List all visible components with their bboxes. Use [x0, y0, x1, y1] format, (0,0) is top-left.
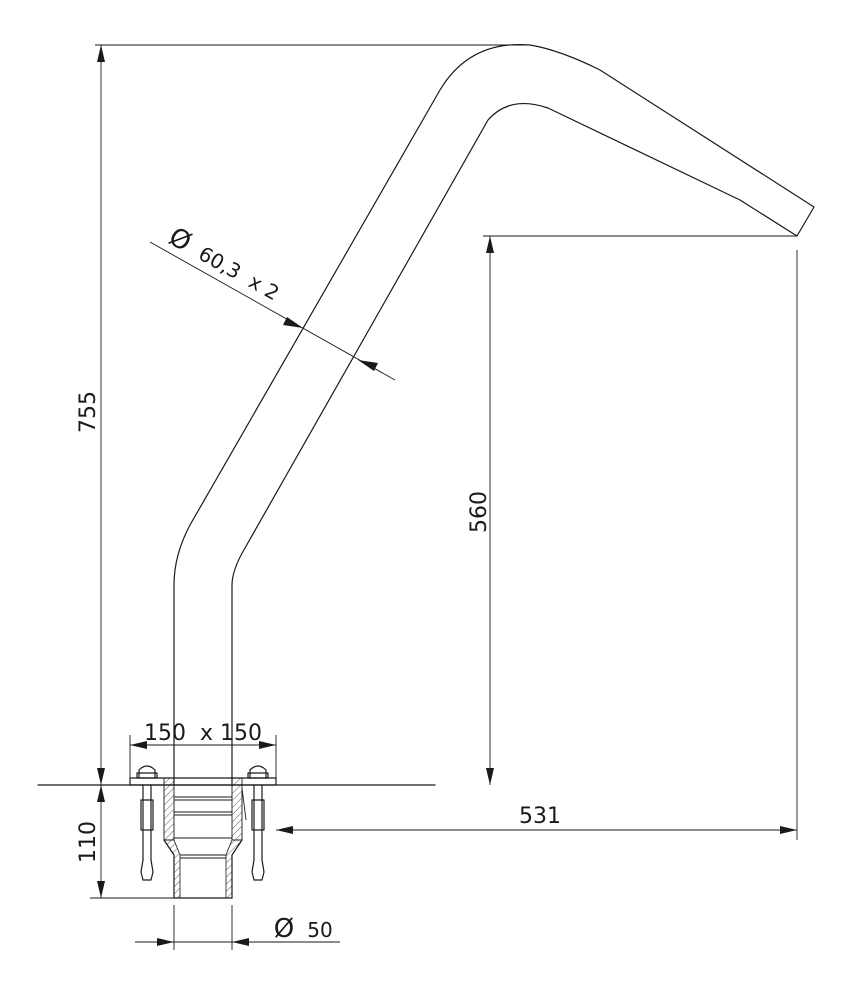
- dimension-spout-height: 560: [467, 235, 797, 785]
- tube-outline: [173, 43, 815, 786]
- dimension-embed-depth: 110: [76, 785, 174, 899]
- anchor-sleeve: [129, 777, 277, 899]
- dim-label-755: 755: [76, 391, 101, 433]
- dim-label-110: 110: [76, 821, 101, 863]
- dimension-total-height: 755: [76, 44, 530, 785]
- dim-label-560: 560: [467, 491, 492, 533]
- dimension-tube-diameter: Ø 60,3 x 2: [149, 222, 396, 381]
- dimension-projection: 531: [276, 250, 798, 840]
- dim-label-60-3x2: 60,3 x 2: [195, 241, 284, 305]
- dim-label-531: 531: [519, 804, 561, 829]
- anchor-bolt-right: [241, 765, 269, 881]
- dimension-sleeve-diameter: Ø 50: [135, 905, 340, 950]
- dim-label-150x150: 150 x 150: [144, 721, 262, 746]
- dimension-plate-size: 150 x 150: [129, 721, 277, 778]
- dim-label-50: 50: [307, 918, 332, 942]
- anchor-bolt-left: [136, 765, 158, 881]
- dim-symbol-diameter-sleeve: Ø: [274, 914, 294, 944]
